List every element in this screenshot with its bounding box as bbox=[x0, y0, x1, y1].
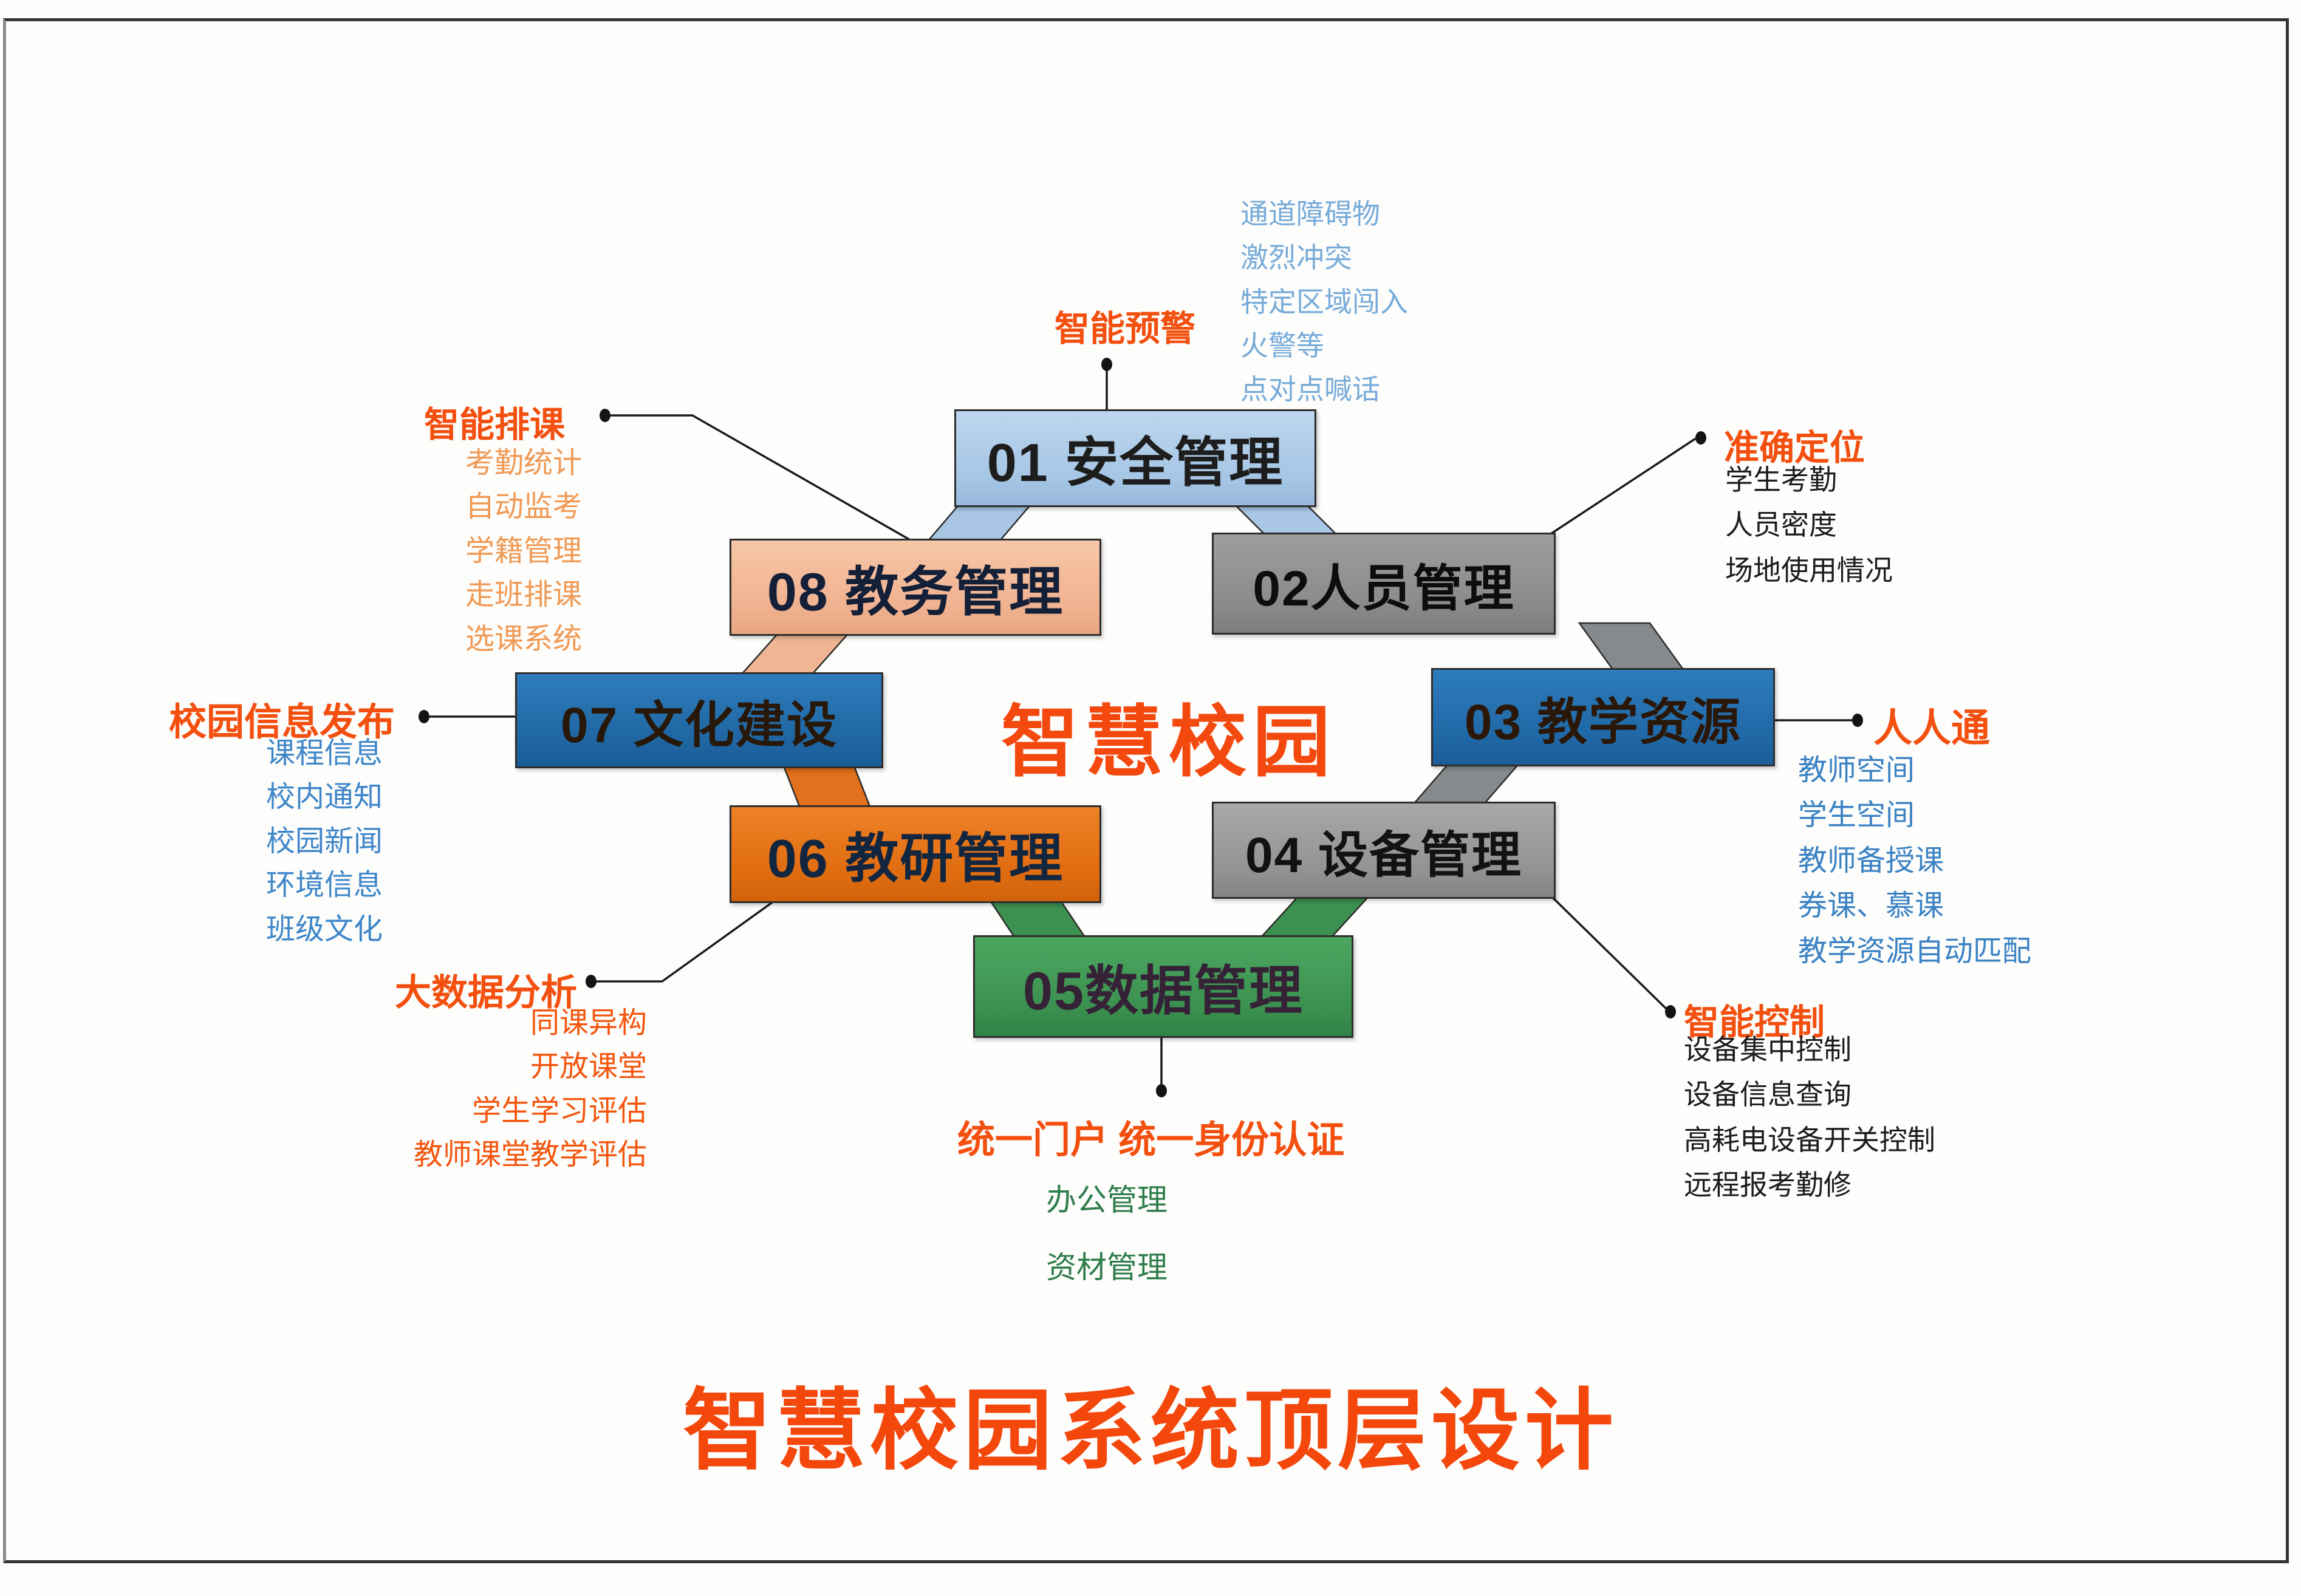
callout-item: 教师课堂教学评估 bbox=[413, 1139, 647, 1171]
callout-item: 学生学习评估 bbox=[471, 1094, 647, 1127]
callout-item: 通道障碍物 bbox=[1240, 198, 1380, 230]
callout-item: 考勤统计 bbox=[465, 447, 583, 479]
callout-item: 教师备授课 bbox=[1798, 844, 1944, 877]
callout-top-list: 通道障碍物 激烈冲突 特定区域闯入 火警等 点对点喊话 bbox=[1240, 199, 1408, 404]
callout-item: 学生空间 bbox=[1798, 799, 1915, 832]
callout-item: 资材管理 bbox=[1046, 1250, 1168, 1284]
callout-left-bottom-title: 大数据分析 bbox=[395, 972, 577, 1013]
callout-item: 学籍管理 bbox=[465, 534, 583, 567]
leader-right-bottom bbox=[1548, 893, 1667, 1009]
callout-bottom-title: 统一门户 统一身份认证 bbox=[957, 1119, 1345, 1161]
callout-left-top-list: 考勤统计 自动监考 学籍管理 走班排课 选课系统 bbox=[465, 448, 582, 655]
callout-bottom-list: 办公管理 资材管理 bbox=[1046, 1184, 1168, 1283]
page-title: 智慧校园系统顶层设计 bbox=[683, 1381, 1618, 1480]
module-box-05-data: 05数据管理 bbox=[973, 935, 1353, 1038]
leader-dot-right-top bbox=[1695, 431, 1706, 445]
callout-item: 同课异构 bbox=[530, 1007, 647, 1039]
callout-item: 设备集中控制 bbox=[1684, 1034, 1851, 1065]
callout-right-list: 教师空间 学生空间 教师备授课 券课、慕课 教学资源自动匹配 bbox=[1798, 755, 2031, 967]
leader-left-bottom bbox=[596, 900, 775, 983]
callout-item: 场地使用情况 bbox=[1725, 554, 1893, 586]
leader-dot-left-top bbox=[600, 409, 610, 422]
callout-right-bottom-title: 智能控制 bbox=[1684, 1003, 1825, 1042]
callout-item: 办公管理 bbox=[1046, 1183, 1168, 1217]
callout-item: 教学资源自动匹配 bbox=[1798, 935, 2032, 967]
callout-item: 特定区域闯入 bbox=[1240, 285, 1408, 318]
module-box-01-security: 01 安全管理 bbox=[954, 409, 1316, 507]
leader-dot-left bbox=[419, 710, 429, 723]
leader-dot-left-bottom bbox=[586, 975, 597, 988]
callout-item: 走班排课 bbox=[465, 579, 583, 612]
leader-left-top bbox=[610, 414, 912, 542]
module-box-06-teaching-research: 06 教研管理 bbox=[730, 805, 1101, 903]
callout-item: 校园新闻 bbox=[266, 825, 383, 858]
callout-item: 课程信息 bbox=[266, 737, 383, 769]
callout-item: 设备信息查询 bbox=[1684, 1079, 1851, 1111]
module-box-02-personnel: 02人员管理 bbox=[1212, 533, 1556, 635]
leader-dot-right-bottom bbox=[1665, 1005, 1676, 1018]
leader-dot-top bbox=[1101, 358, 1112, 371]
callout-item: 开放课堂 bbox=[530, 1051, 647, 1083]
callout-right-title: 人人通 bbox=[1873, 706, 1990, 750]
leader-dot-bottom bbox=[1156, 1084, 1167, 1097]
callout-item: 学生考勤 bbox=[1725, 464, 1837, 496]
callout-item: 校内通知 bbox=[266, 781, 383, 814]
callout-left-title: 校园信息发布 bbox=[169, 701, 395, 743]
leader-right-top bbox=[1550, 438, 1696, 535]
callout-item: 点对点喊话 bbox=[1240, 373, 1380, 406]
callout-item: 环境信息 bbox=[266, 869, 383, 902]
callout-item: 券课、慕课 bbox=[1798, 890, 1944, 922]
callout-item: 火警等 bbox=[1240, 329, 1324, 361]
module-box-03-teaching-resources: 03 教学资源 bbox=[1431, 668, 1775, 766]
callout-right-top-title: 准确定位 bbox=[1724, 428, 1865, 468]
module-box-04-equipment: 04 设备管理 bbox=[1212, 802, 1556, 899]
callout-right-top-list: 学生考勤 人员密度 场地使用情况 bbox=[1725, 465, 1893, 585]
callout-item: 班级文化 bbox=[266, 913, 383, 946]
callout-right-bottom-list: 设备集中控制 设备信息查询 高耗电设备开关控制 远程报考勤修 bbox=[1684, 1035, 1935, 1199]
leader-dot-right bbox=[1852, 714, 1863, 727]
callout-item: 人员密度 bbox=[1725, 509, 1837, 541]
callout-left-top-title: 智能排课 bbox=[424, 405, 566, 445]
callout-item: 激烈冲突 bbox=[1240, 242, 1352, 274]
callout-item: 自动监考 bbox=[465, 491, 583, 523]
callout-left-bottom-list: 同课异构 开放课堂 学生学习评估 教师课堂教学评估 bbox=[414, 1008, 647, 1171]
callout-item: 高耗电设备开关控制 bbox=[1684, 1124, 1935, 1156]
callout-item: 远程报考勤修 bbox=[1684, 1168, 1851, 1201]
callout-item: 教师空间 bbox=[1798, 754, 1915, 786]
callout-top-title: 智能预警 bbox=[1055, 309, 1196, 349]
callout-item: 选课系统 bbox=[465, 622, 583, 655]
module-box-08-academic-affairs: 08 教务管理 bbox=[730, 539, 1101, 636]
callout-left-list: 课程信息 校内通知 校园新闻 环境信息 班级文化 bbox=[266, 738, 383, 945]
center-label: 智慧校园 bbox=[1001, 699, 1337, 786]
module-box-07-culture: 07 文化建设 bbox=[515, 672, 883, 768]
